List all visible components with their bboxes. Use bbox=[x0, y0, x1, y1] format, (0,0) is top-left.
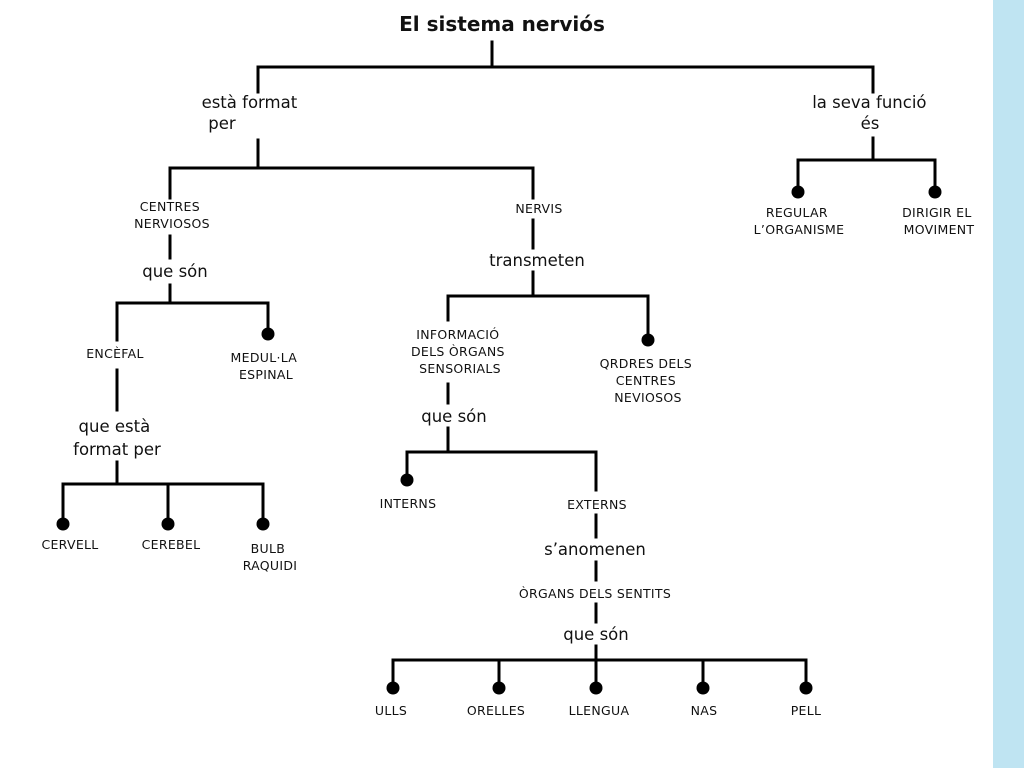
node-line: ESPINAL bbox=[239, 367, 293, 382]
node-ulls: ULLS bbox=[375, 703, 407, 718]
node-centres-nerviosos: CENTRES NERVIOSOS bbox=[134, 199, 210, 231]
bullet-dot bbox=[791, 185, 805, 199]
node-line: RAQUIDI bbox=[243, 558, 298, 573]
link-que-son: que són bbox=[142, 262, 207, 281]
node-llengua: LLENGUA bbox=[569, 703, 630, 718]
node-line: NERVIOSOS bbox=[134, 216, 210, 231]
bullet-dot bbox=[56, 517, 70, 531]
link-que-esta-format-per: que està format per bbox=[73, 417, 161, 459]
node-line: DIRIGIR EL bbox=[902, 205, 972, 220]
node-line: CENTRES bbox=[140, 199, 200, 214]
node-interns: INTERNS bbox=[380, 496, 437, 511]
node-ordres-centres-nerviosos: QRDRES DELS CENTRES NEVIOSOS bbox=[600, 356, 697, 405]
node-cervell: CERVELL bbox=[41, 537, 98, 552]
link-line: és bbox=[861, 114, 880, 133]
node-line: DELS ÒRGANS bbox=[411, 344, 505, 359]
link-line: per bbox=[208, 114, 236, 133]
bullet-dots bbox=[56, 185, 942, 695]
node-line: MOVIMENT bbox=[904, 222, 975, 237]
bullet-dot bbox=[492, 681, 506, 695]
node-line: QRDRES DELS bbox=[600, 356, 692, 371]
node-line: INFORMACIÓ bbox=[416, 327, 499, 342]
bullet-dot bbox=[799, 681, 813, 695]
node-line: L’ORGANISME bbox=[754, 222, 845, 237]
bullet-dot bbox=[261, 327, 275, 341]
link-line: està format bbox=[202, 93, 298, 112]
node-line: MEDUL·LA bbox=[231, 350, 298, 365]
node-encefal: ENCÈFAL bbox=[86, 346, 144, 361]
node-nervis: NERVIS bbox=[515, 201, 562, 216]
node-pell: PELL bbox=[791, 703, 822, 718]
link-line: format per bbox=[73, 440, 161, 459]
node-externs: EXTERNS bbox=[567, 497, 627, 512]
node-medul-la-espinal: MEDUL·LA ESPINAL bbox=[231, 350, 302, 382]
node-line: REGULAR bbox=[766, 205, 828, 220]
diagram-title: El sistema nerviós bbox=[399, 12, 605, 36]
link-la-seva-funcio-es: la seva funció és bbox=[812, 93, 932, 133]
link-que-son: que són bbox=[563, 625, 628, 644]
node-dirigir-moviment: DIRIGIR EL MOVIMENT bbox=[902, 205, 976, 237]
node-line: CENTRES bbox=[616, 373, 676, 388]
node-informacio-organs-sensorials: INFORMACIÓ DELS ÒRGANS SENSORIALS bbox=[411, 327, 509, 376]
link-que-son: que són bbox=[421, 407, 486, 426]
link-transmeten: transmeten bbox=[489, 251, 585, 270]
link-line: la seva funció bbox=[812, 93, 926, 112]
node-line: BULB bbox=[251, 541, 285, 556]
node-orelles: ORELLES bbox=[467, 703, 525, 718]
bullet-dot bbox=[386, 681, 400, 695]
bullet-dot bbox=[928, 185, 942, 199]
bullet-dot bbox=[696, 681, 710, 695]
node-organs-dels-sentits: ÒRGANS DELS SENTITS bbox=[519, 586, 671, 601]
node-regular-organisme: REGULAR L’ORGANISME bbox=[754, 205, 845, 237]
link-line: que està bbox=[79, 417, 151, 436]
bullet-dot bbox=[256, 517, 270, 531]
node-line: NEVIOSOS bbox=[614, 390, 681, 405]
bullet-dot bbox=[641, 333, 655, 347]
concept-map: El sistema nerviós està format per la se… bbox=[41, 12, 976, 718]
node-bulb-raquidi: BULB RAQUIDI bbox=[243, 541, 298, 573]
node-line: SENSORIALS bbox=[419, 361, 501, 376]
node-cerebel: CEREBEL bbox=[142, 537, 201, 552]
bullet-dot bbox=[400, 473, 414, 487]
link-esta-format-per: està format per bbox=[202, 93, 303, 133]
bullet-dot bbox=[589, 681, 603, 695]
node-nas: NAS bbox=[691, 703, 718, 718]
side-stripe bbox=[993, 0, 1024, 768]
bullet-dot bbox=[161, 517, 175, 531]
link-sanomenen: s’anomenen bbox=[544, 540, 646, 559]
